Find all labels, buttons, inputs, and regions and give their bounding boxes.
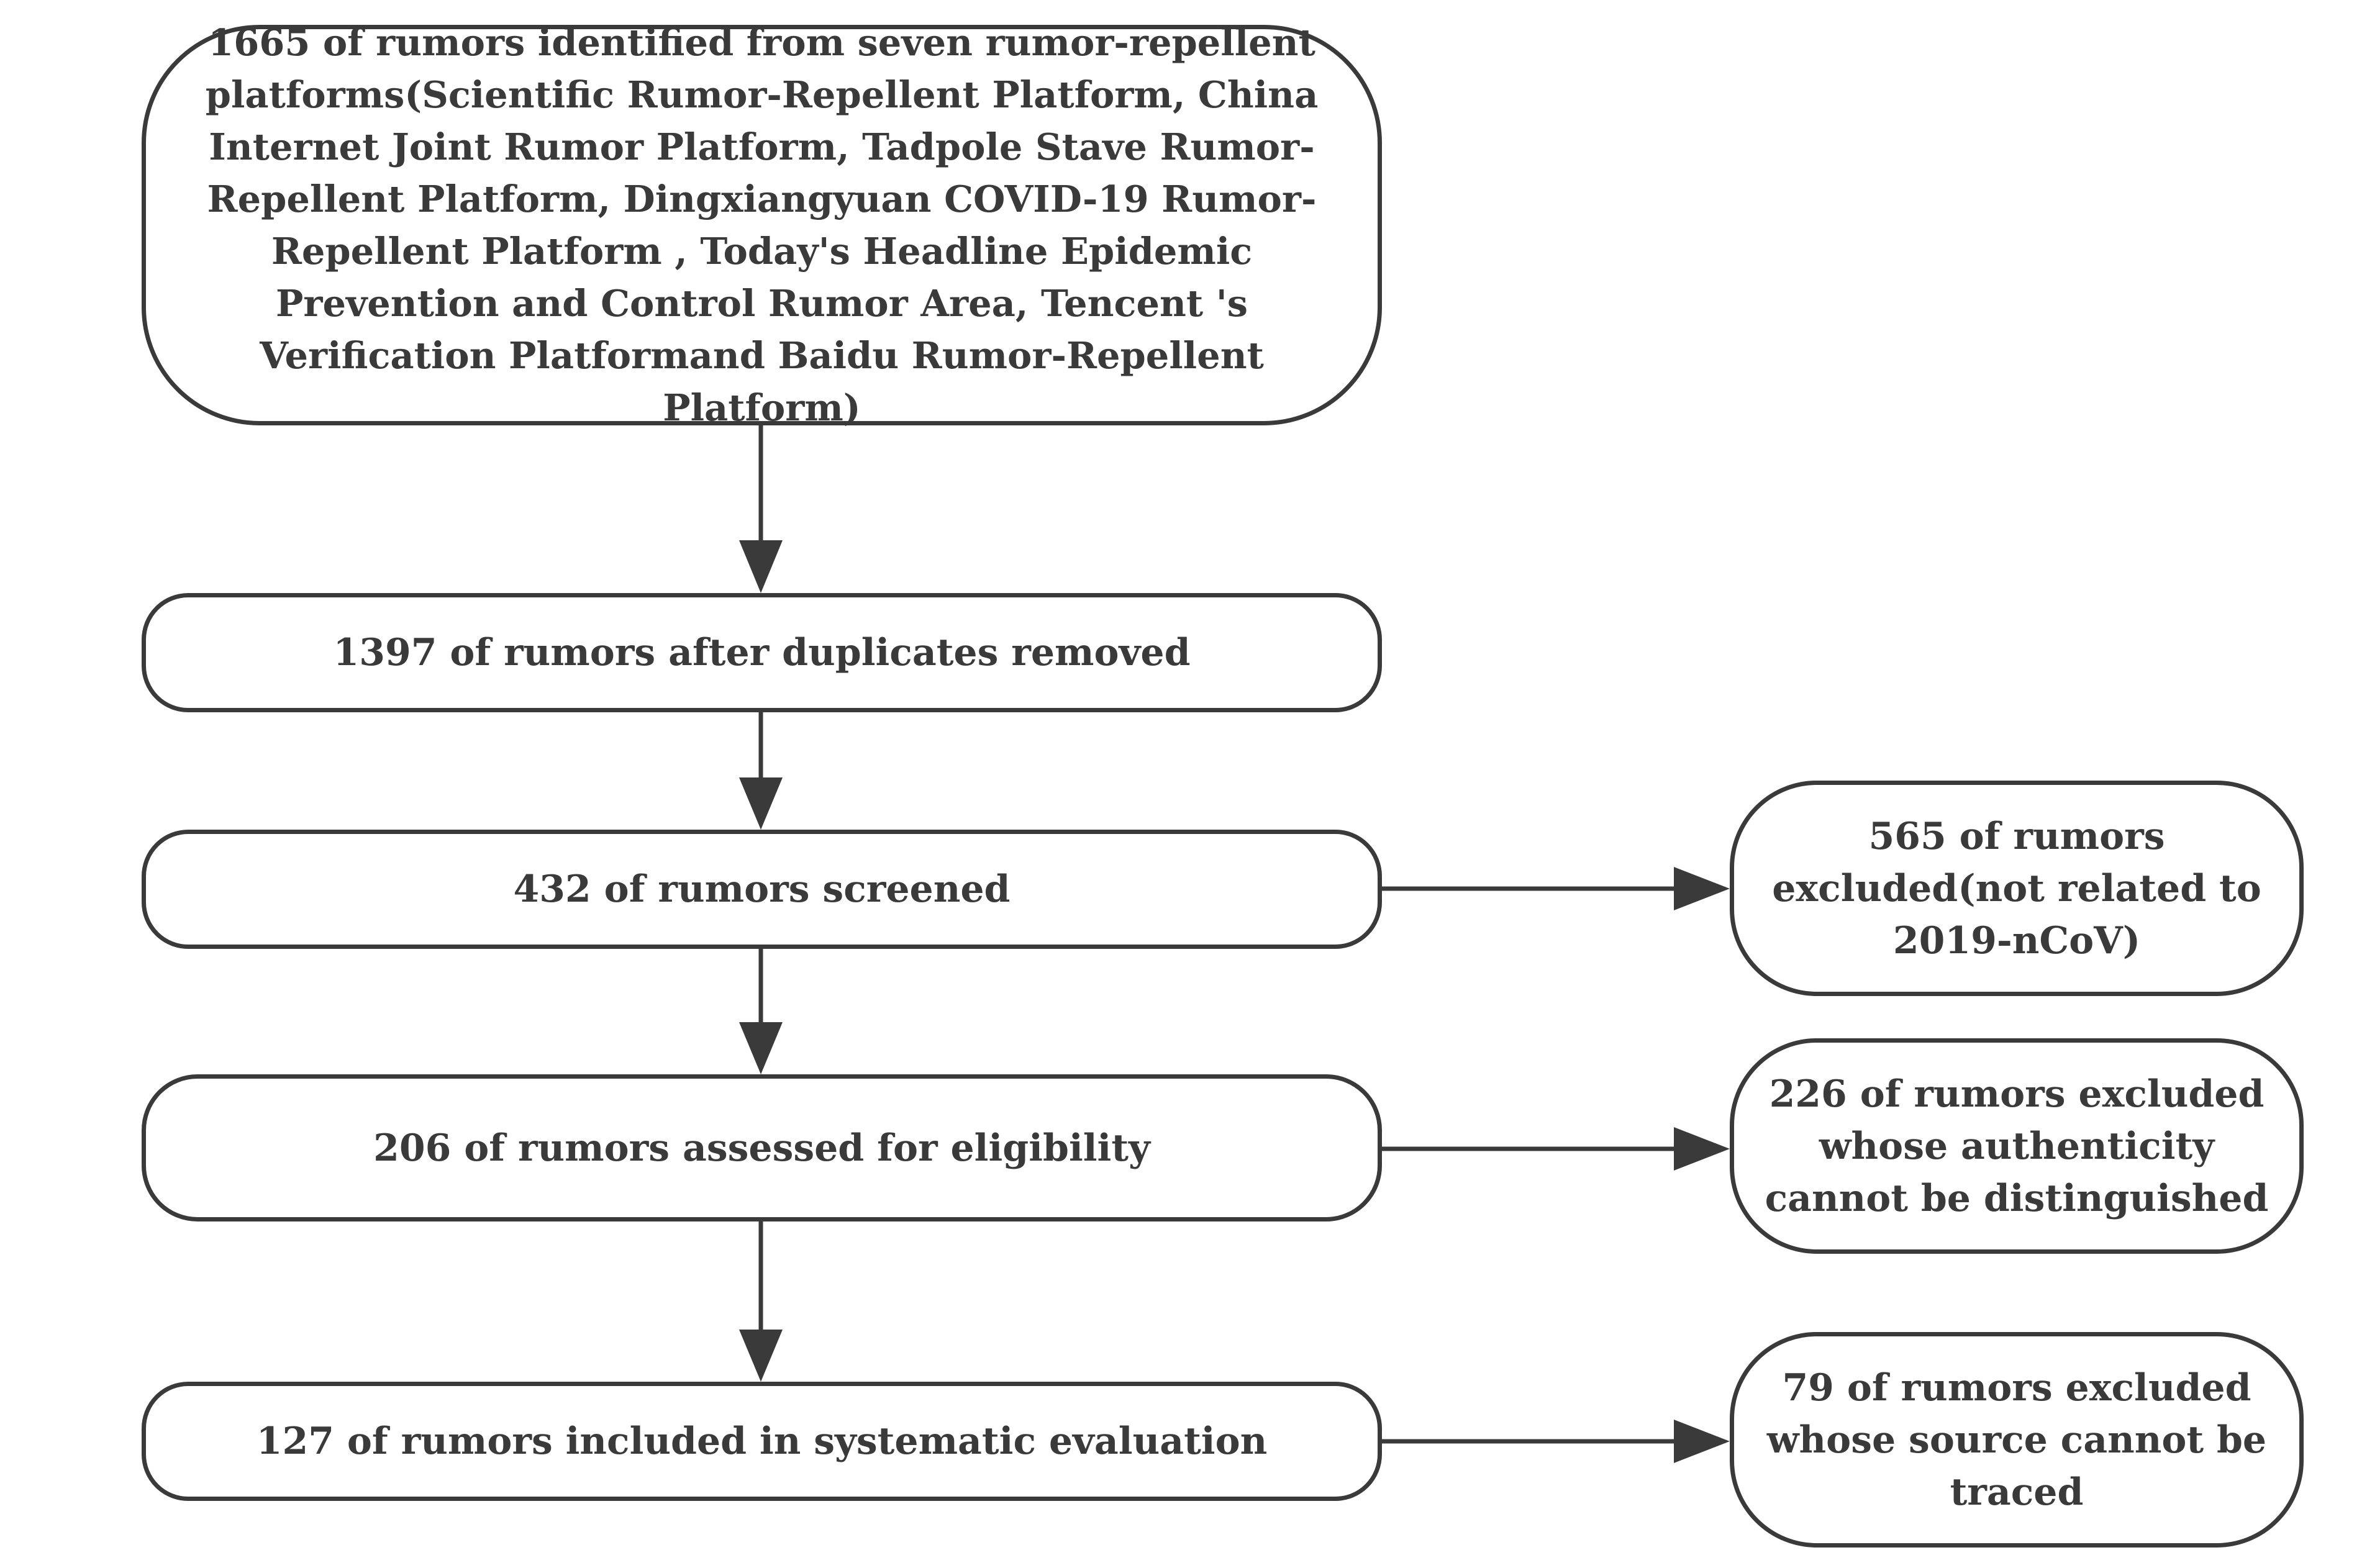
node-duplicates-removed-text: 1397 of rumors after duplicates removed <box>333 631 1191 674</box>
node-excluded-authenticity: 226 of rumors excluded whose authenticit… <box>1730 1038 2304 1254</box>
node-assessed-eligibility-text: 206 of rumors assessed for eligibility <box>373 1126 1150 1170</box>
arrowhead-included <box>739 1330 783 1382</box>
node-excluded-not-related: 565 of rumors excluded(not related to 20… <box>1730 781 2304 996</box>
node-excluded-source: 79 of rumors excluded whose source canno… <box>1730 1332 2304 1548</box>
arrowhead-excluded-2 <box>1674 1127 1730 1171</box>
node-excluded-source-text: 79 of rumors excluded whose source canno… <box>1766 1366 2267 1514</box>
arrowhead-screened <box>739 777 783 830</box>
node-screened-text: 432 of rumors screened <box>513 868 1011 911</box>
node-identified-rumors-text: 1665 of rumors identified from seven rum… <box>205 20 1319 429</box>
arrowhead-excluded-3 <box>1674 1420 1730 1463</box>
node-assessed-eligibility: 206 of rumors assessed for eligibility <box>142 1074 1382 1221</box>
node-excluded-authenticity-text: 226 of rumors excluded whose authenticit… <box>1765 1072 2269 1220</box>
node-included-text: 127 of rumors included in systematic eva… <box>256 1420 1268 1463</box>
node-included: 127 of rumors included in systematic eva… <box>142 1382 1382 1501</box>
node-duplicates-removed: 1397 of rumors after duplicates removed <box>142 593 1382 712</box>
arrowhead-eligibility <box>739 1022 783 1074</box>
arrowhead-dedup <box>739 540 783 593</box>
node-identified-rumors: 1665 of rumors identified from seven rum… <box>142 21 1382 429</box>
node-excluded-not-related-text: 565 of rumors excluded(not related to 20… <box>1772 814 2261 963</box>
arrowhead-excluded-1 <box>1674 867 1730 910</box>
node-screened: 432 of rumors screened <box>142 830 1382 949</box>
